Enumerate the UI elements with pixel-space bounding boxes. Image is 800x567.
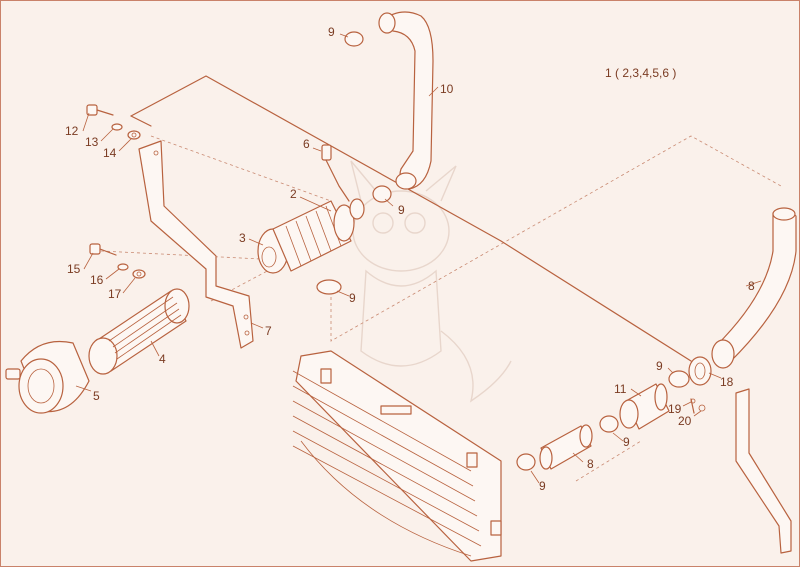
callout-10: 10 [440,82,454,96]
callout-17: 17 [108,287,122,301]
callout-19: 19 [668,402,682,416]
callout-12: 12 [65,124,79,138]
callout-15: 15 [67,262,81,276]
watermark-dragon-icon [350,160,512,403]
callout-4: 4 [159,352,166,366]
callout-8-tube: 8 [587,457,594,471]
intercooler-core-part [292,350,502,562]
callout-20: 20 [678,414,692,428]
callout-14: 14 [103,146,117,160]
right-bracket-fragment [735,388,792,554]
filter-element-part [88,288,190,375]
filter-housing-part [5,340,90,414]
callout-9-bottom: 9 [539,479,546,493]
assembly-frame [130,75,692,362]
right-hose-part [711,207,797,369]
bolt-set-upper [86,104,141,140]
short-tube-part [539,424,593,470]
assembly-note: 1 ( 2,3,4,5,6 ) [605,66,676,80]
callout-9-top: 9 [328,25,335,39]
callout-7: 7 [265,324,272,338]
callout-6: 6 [303,137,310,151]
upper-hose-part [378,11,434,190]
bellows-hose-part [257,198,365,274]
clamp-parts [316,31,690,471]
callout-9-fitting: 9 [623,435,630,449]
callout-16: 16 [90,273,104,287]
callout-13: 13 [85,135,99,149]
callout-2: 2 [290,187,297,201]
fitting-part [619,383,706,430]
leader-lines [75,33,762,484]
callout-labels: 9 10 6 2 3 4 5 7 9 9 8 8 9 9 9 11 18 19 … [65,25,755,493]
alignment-lines [100,135,782,482]
bracket-part [138,140,254,349]
seal-ring-part [688,356,712,386]
bolt-set-lower [89,243,146,279]
callout-11: 11 [614,382,627,396]
callout-18: 18 [720,375,734,389]
callout-8-right: 8 [748,279,755,293]
callout-9-mid: 9 [349,291,356,305]
callout-9-right: 9 [656,359,663,373]
callout-3: 3 [239,231,246,245]
callout-9-upper: 9 [398,203,405,217]
callout-5: 5 [93,389,100,403]
sensor-part [321,144,350,202]
